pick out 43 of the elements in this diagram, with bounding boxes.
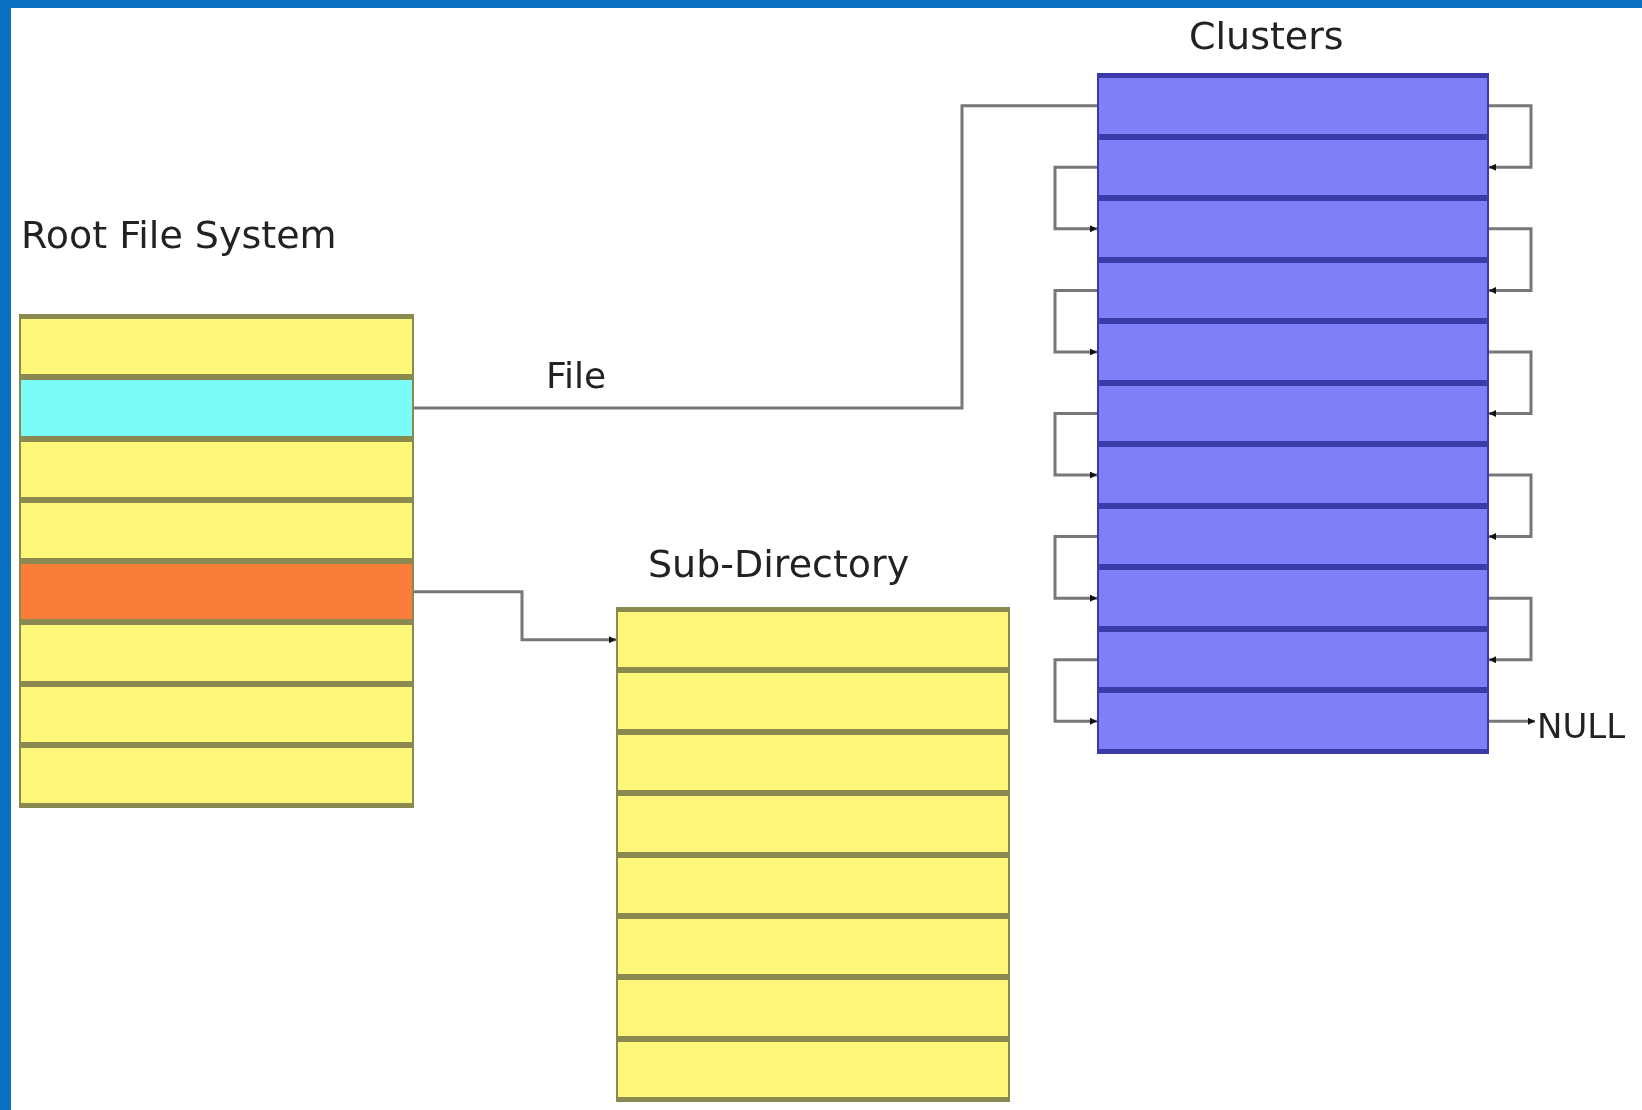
table-title: Clusters [1189,17,1344,55]
null-label: NULL [1537,708,1626,744]
pointer-arrow [1053,658,1097,725]
table-row [618,731,1008,794]
table-title: Root File System [21,216,337,254]
table-row [21,622,412,684]
table-row [21,499,412,561]
pointer-arrow [1489,350,1533,417]
table-row [618,915,1008,978]
pointer-arrow [1489,717,1535,725]
pointer-arrow [1053,288,1097,356]
table-row [618,977,1008,1039]
pointer-arrow [1489,596,1533,664]
table-row [1099,628,1487,691]
table-row [21,744,412,806]
table-row [1099,567,1487,629]
table-row [21,316,412,378]
pointer-arrow [414,590,616,644]
table-title: Sub-Directory [648,545,910,583]
table-row [21,377,412,439]
table-row [618,609,1008,671]
pointer-arrow [1489,473,1533,541]
table-row [1099,198,1487,260]
table-row [1099,505,1487,568]
table-row [1099,136,1487,199]
table-row [1099,75,1487,137]
table-row [21,683,412,745]
pointer-arrow [1489,227,1533,294]
table-row [1099,444,1487,506]
pointer-arrow [1053,165,1097,233]
table-row [1099,382,1487,445]
table-row [618,1038,1008,1100]
table-row [1099,321,1487,383]
table-row [1099,690,1487,752]
pointer-arrow [1053,535,1097,602]
pointer-arrow [1489,104,1533,171]
table-row [618,854,1008,916]
table-row [618,793,1008,855]
table-row [1099,259,1487,322]
pointer-arrow [1053,412,1097,479]
table-row [618,670,1008,732]
table-row [21,438,412,500]
table-row [21,561,412,623]
